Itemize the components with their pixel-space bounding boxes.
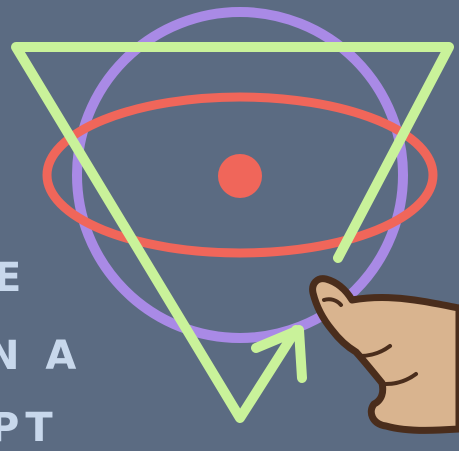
side-text-line-1: E bbox=[0, 258, 27, 298]
pointing-hand-icon bbox=[313, 279, 459, 431]
side-text-line-3: PT bbox=[0, 408, 59, 448]
center-dot-icon bbox=[218, 154, 262, 198]
side-text-line-2: N A bbox=[0, 336, 82, 376]
